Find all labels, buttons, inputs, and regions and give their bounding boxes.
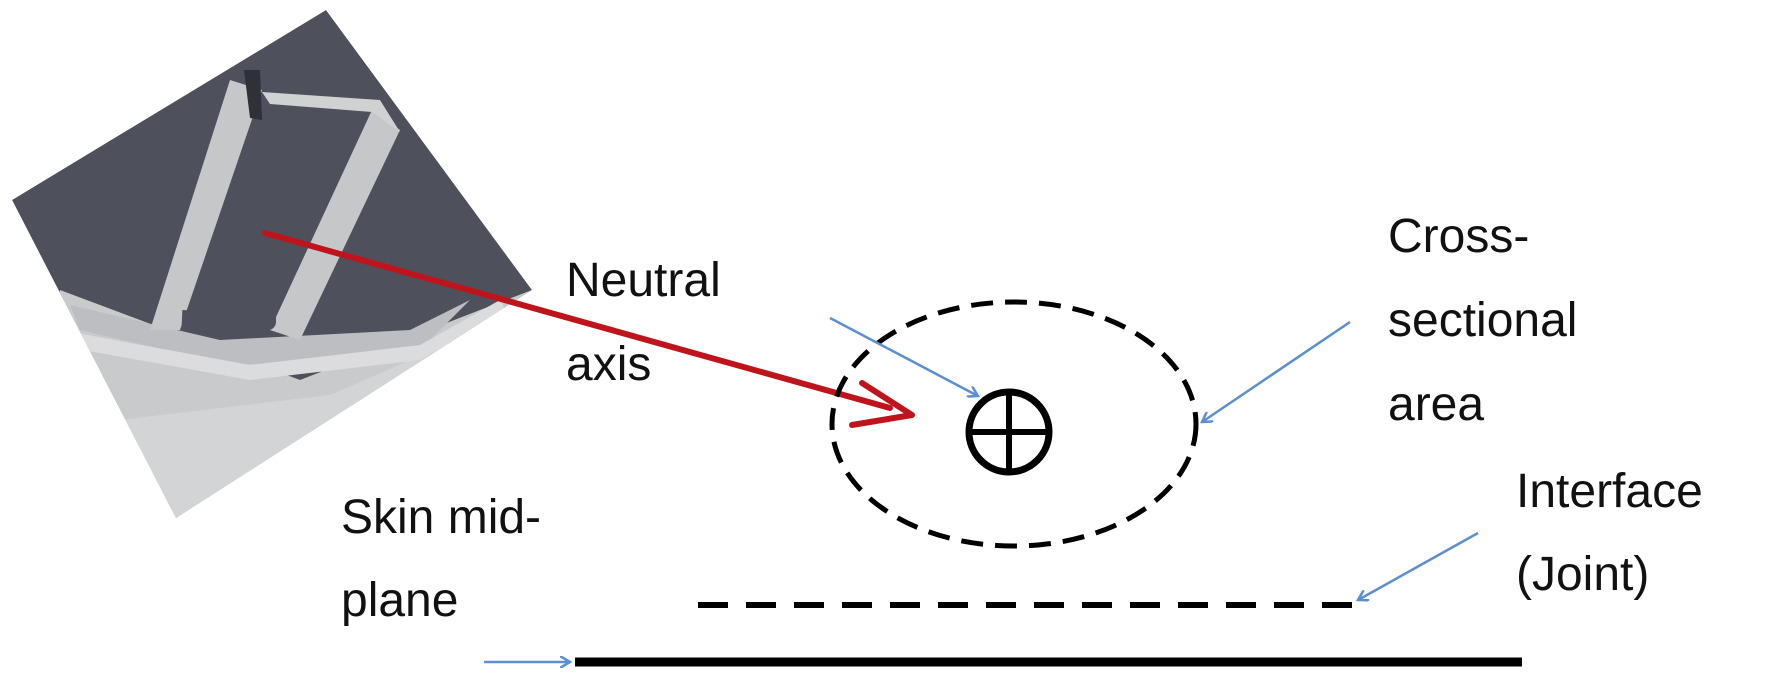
neutral-axis-label-line1: Neutral xyxy=(566,254,721,307)
skin-mid-plane-label-line1: Skin mid- xyxy=(341,491,542,544)
stiffener-photo xyxy=(12,10,532,518)
cross-sectional-area-label-line1: Cross- xyxy=(1388,210,1530,263)
neutral-axis-label-line2: axis xyxy=(566,338,652,391)
neutral-axis-pointer-arrow xyxy=(262,230,915,428)
interface-leader-arrow xyxy=(1358,531,1479,600)
interface-joint-label-line1: Interface xyxy=(1516,465,1703,518)
cross-sectional-area-leader-arrow xyxy=(1202,320,1351,422)
cross-sectional-area-label-line3: area xyxy=(1388,378,1485,431)
skin-mid-plane-label-line2: plane xyxy=(341,574,459,627)
neutral-axis-leader-arrow xyxy=(829,316,978,396)
interface-joint-label-line2: (Joint) xyxy=(1516,548,1650,601)
cross-sectional-area-ellipse xyxy=(829,299,1199,549)
centroid-icon xyxy=(965,388,1053,476)
cross-sectional-area-label-line2: sectional xyxy=(1388,294,1578,347)
